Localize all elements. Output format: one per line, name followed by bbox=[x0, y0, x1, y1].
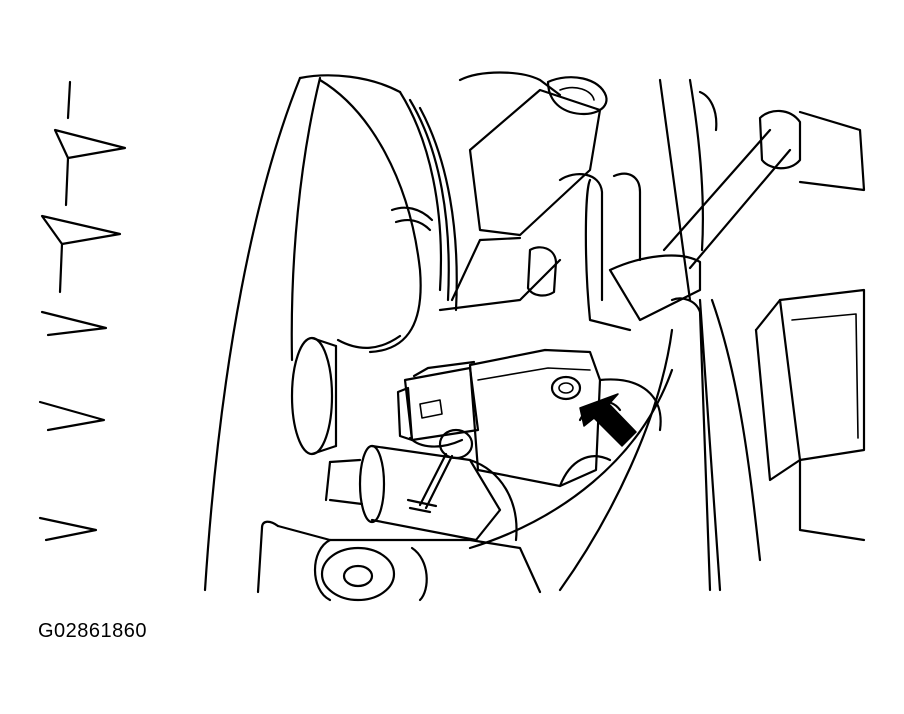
upper-housing bbox=[438, 71, 642, 332]
fender-outline bbox=[203, 74, 402, 592]
left-edge-tick-marks bbox=[38, 80, 127, 542]
harness-clip bbox=[406, 428, 474, 514]
figure-reference-code: G02861860 bbox=[38, 620, 148, 642]
right-pipes bbox=[608, 78, 866, 592]
lower-sweep-curve bbox=[468, 328, 674, 592]
lower-pipe bbox=[324, 444, 518, 542]
right-bracket-block bbox=[754, 288, 866, 542]
intake-tube bbox=[318, 78, 458, 354]
electrical-connector bbox=[396, 360, 480, 448]
cylinder-boss bbox=[290, 336, 338, 456]
arrow-pointer-icon bbox=[579, 393, 637, 447]
bottom-bracket bbox=[256, 520, 542, 602]
